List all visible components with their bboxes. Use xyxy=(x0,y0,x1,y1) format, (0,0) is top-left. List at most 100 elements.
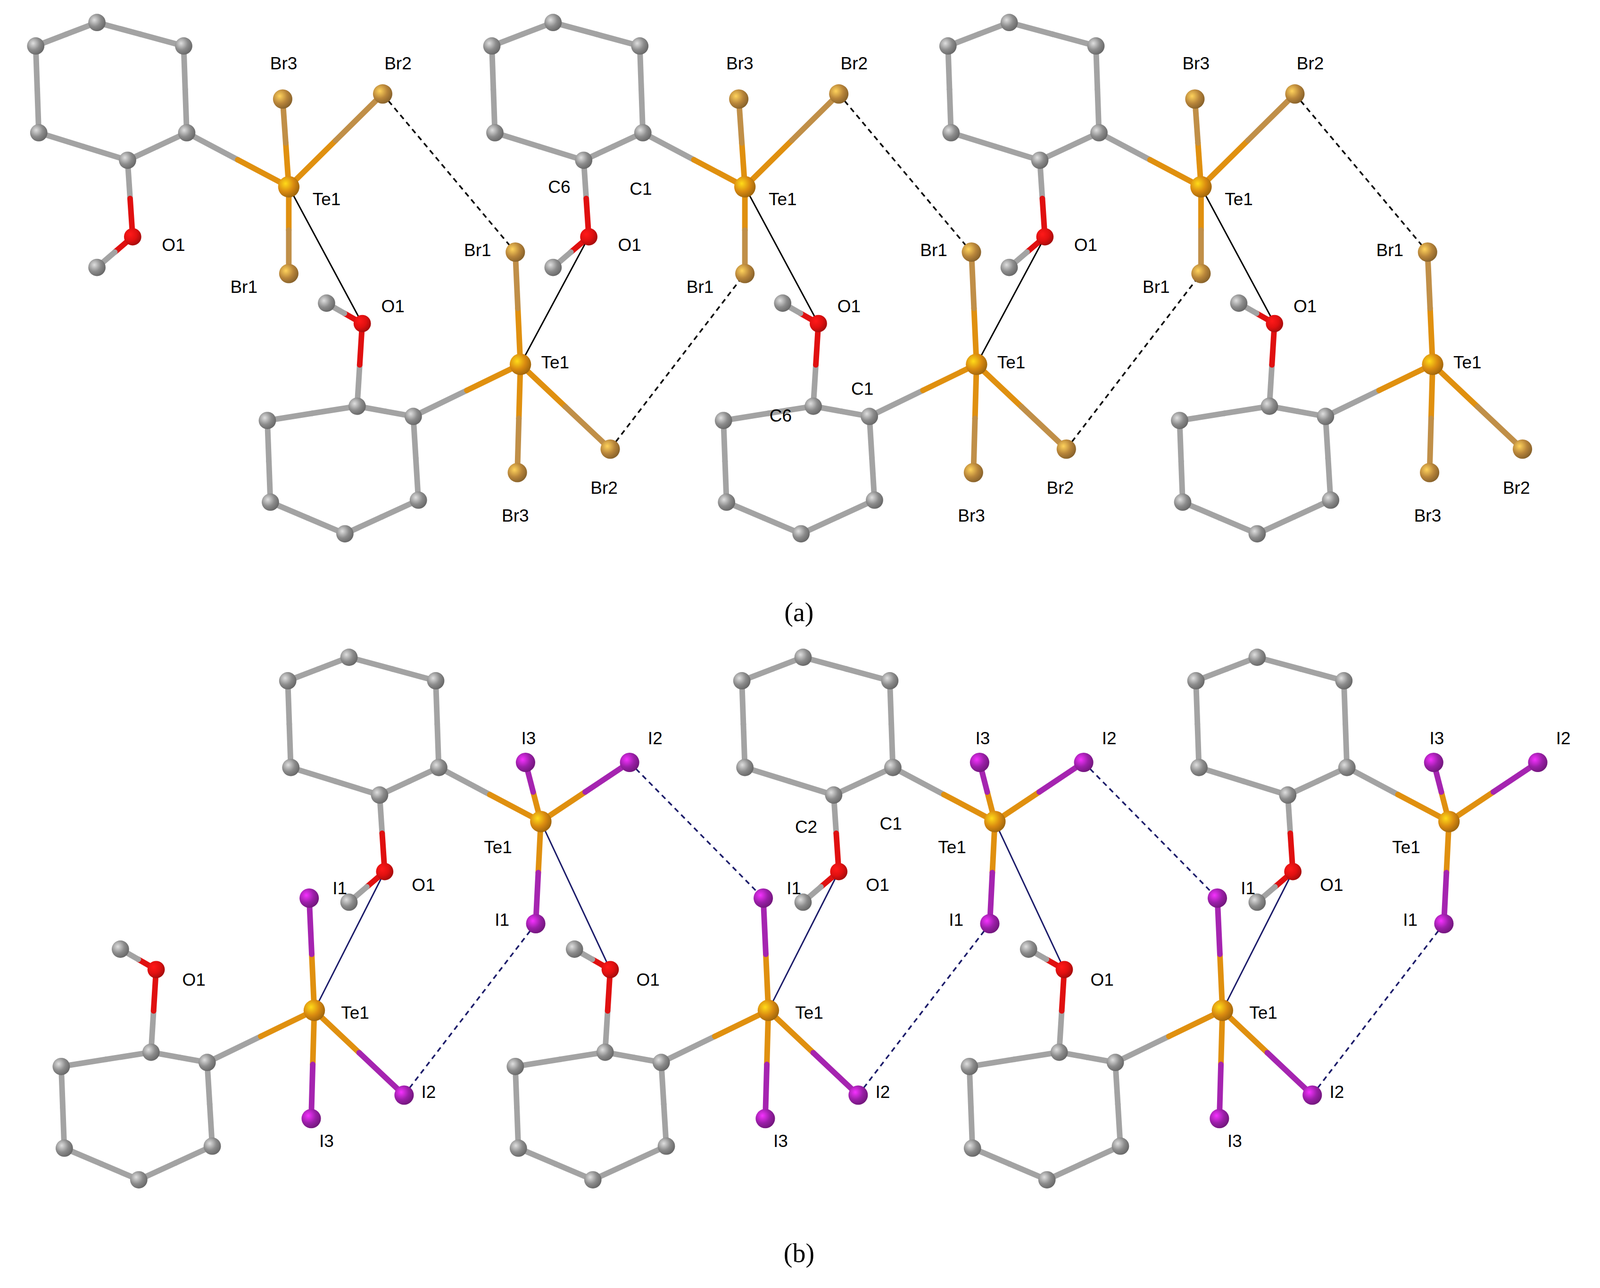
atom-label: I2 xyxy=(421,1083,436,1101)
atom-label: I2 xyxy=(1329,1083,1344,1101)
atom-label: C2 xyxy=(795,817,818,836)
atom-sphere xyxy=(865,491,884,509)
atom-label: Br2 xyxy=(1046,479,1075,497)
te-o-contact xyxy=(994,821,1065,970)
atom-sphere xyxy=(26,37,45,55)
atom-sphere xyxy=(963,462,984,482)
atom-label: Te1 xyxy=(937,838,967,856)
atom-label: C1 xyxy=(629,180,652,198)
atom-label: O1 xyxy=(618,236,642,254)
bonds xyxy=(35,22,1538,1180)
atom-sphere xyxy=(1302,1085,1322,1105)
atom-sphere xyxy=(281,758,300,777)
atom-label: Br1 xyxy=(686,278,714,296)
te-o-contact xyxy=(1222,871,1293,1011)
atom-sphere xyxy=(1174,493,1192,511)
atom-label: O1 xyxy=(1090,970,1114,989)
atom-sphere xyxy=(1038,1170,1056,1189)
atom-sphere xyxy=(1074,752,1094,772)
bond-half xyxy=(207,1036,261,1063)
atom-label: I2 xyxy=(1102,729,1117,747)
atom-sphere xyxy=(729,89,749,109)
atom-sphere xyxy=(118,151,137,169)
atom-sphere xyxy=(1056,439,1077,459)
atom-sphere xyxy=(969,752,990,772)
atom-sphere xyxy=(1334,671,1353,690)
atom-label: O1 xyxy=(161,236,185,254)
halogen-contact xyxy=(1312,923,1444,1095)
atom-label: C6 xyxy=(547,178,571,196)
atom-sphere xyxy=(130,1170,148,1189)
atom-sphere xyxy=(509,353,531,375)
te-o-contact xyxy=(1201,186,1275,324)
atom-label: Br1 xyxy=(230,278,258,296)
atom-sphere xyxy=(1417,242,1438,262)
atom-sphere xyxy=(278,175,300,198)
atom-sphere xyxy=(1419,462,1440,482)
atom-sphere xyxy=(601,960,620,979)
atom-sphere xyxy=(88,258,106,277)
atom-sphere xyxy=(1260,397,1279,415)
atom-sphere xyxy=(794,648,813,666)
atom-sphere xyxy=(409,491,428,509)
atom-label: Br1 xyxy=(1376,241,1404,259)
bond-half xyxy=(1325,390,1380,417)
atom-sphere xyxy=(299,888,319,908)
atom-sphere xyxy=(753,888,773,908)
atom-sphere xyxy=(580,228,598,246)
atom-label: C1 xyxy=(879,814,903,833)
atom-sphere xyxy=(1248,648,1267,666)
atom-label: I3 xyxy=(1429,729,1444,747)
atom-label: Br3 xyxy=(1414,506,1442,524)
atom-label: Te1 xyxy=(1453,353,1482,372)
atom-sphere xyxy=(1421,353,1443,375)
te-o-contact xyxy=(540,821,611,970)
atom-sphere xyxy=(755,1108,775,1128)
atom-label: I3 xyxy=(975,729,990,747)
atom-sphere xyxy=(1321,491,1340,509)
atom-label: Br2 xyxy=(1502,479,1531,497)
atom-label: Br3 xyxy=(957,506,986,524)
atom-label: Te1 xyxy=(540,353,570,372)
bond-half xyxy=(791,93,839,141)
halogen-contact xyxy=(629,762,763,899)
atom-sphere xyxy=(544,13,562,32)
atom-label: I2 xyxy=(647,729,663,747)
atom-sphere xyxy=(596,1043,614,1062)
atom-sphere xyxy=(825,786,843,804)
atom-sphere xyxy=(600,439,620,459)
atom-sphere xyxy=(348,397,366,415)
atom-sphere xyxy=(506,1057,524,1076)
atom-sphere xyxy=(1338,758,1356,777)
atom-sphere xyxy=(404,407,423,426)
atom-sphere xyxy=(303,999,325,1021)
atom-label: I2 xyxy=(1556,729,1571,747)
atom-sphere xyxy=(279,671,297,690)
atom-label: Br2 xyxy=(1296,54,1325,73)
atom-label: Te1 xyxy=(1392,838,1421,856)
atom-sphere xyxy=(373,84,393,104)
atom-sphere xyxy=(544,258,562,277)
atom-label: Br3 xyxy=(501,506,530,524)
atom-sphere xyxy=(1000,13,1019,32)
atom-sphere xyxy=(804,397,822,415)
bond-half xyxy=(335,93,383,141)
atom-sphere xyxy=(317,294,336,312)
atom-label: I1 xyxy=(494,910,510,929)
atom-label: C6 xyxy=(769,406,792,424)
atom-sphere xyxy=(30,124,48,142)
atom-sphere xyxy=(1284,84,1305,104)
atom-sphere xyxy=(483,37,501,55)
halogen-contact xyxy=(1294,93,1428,252)
atom-sphere xyxy=(203,1137,222,1155)
atom-sphere xyxy=(261,493,280,511)
atom-label: O1 xyxy=(381,297,405,316)
atom-sphere xyxy=(736,758,754,777)
atom-label: I3 xyxy=(1227,1132,1243,1150)
atom-label: Br2 xyxy=(590,479,618,497)
atom-sphere xyxy=(174,37,193,55)
atom-sphere xyxy=(1050,1043,1069,1062)
atom-sphere xyxy=(733,671,751,690)
atom-label: O1 xyxy=(182,970,206,989)
